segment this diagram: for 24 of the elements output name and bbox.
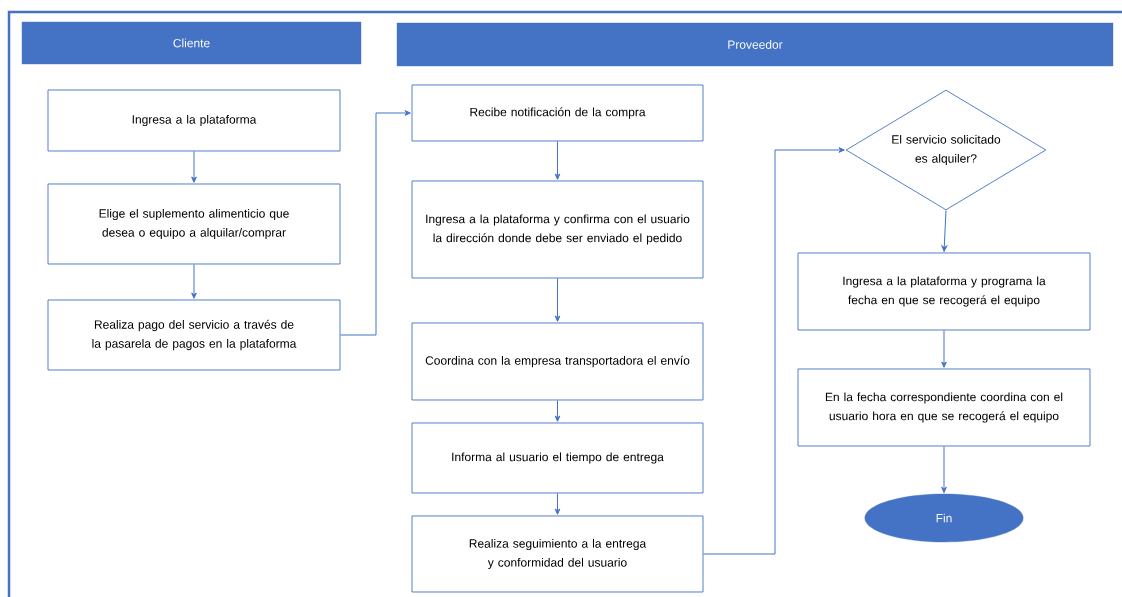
lane-header: Cliente [21, 21, 362, 65]
arrow [554, 399, 561, 422]
process-box: Realiza pago del servicio a través de la pasarela de pagos en la plataforma [47, 299, 341, 371]
process-box: Informa al usuario el tiempo de entrega [411, 422, 704, 494]
arrow [941, 209, 948, 252]
process-box: En la fecha correspondiente coordina con el usuario hora en que se recogerá el equipo [797, 368, 1091, 447]
arrow [191, 263, 197, 299]
arrow [941, 329, 947, 368]
arrow [554, 140, 561, 180]
arrow [702, 147, 845, 555]
process-box: Ingresa a la plataforma y confirma con el usuario la dirección donde debe ser enviado el pedido [411, 180, 704, 279]
process-box: Recibe notificación de la compra [411, 84, 704, 142]
arrow [941, 445, 947, 494]
end-terminal: Fin [864, 493, 1024, 543]
process-box: Coordina con la empresa transportadora el envío [411, 322, 704, 401]
arrow [554, 277, 561, 322]
arrow [191, 150, 197, 183]
process-box: Realiza seguimiento a la entrega y conformidad del usuario [411, 515, 704, 593]
process-box: Ingresa a la plataforma [47, 89, 341, 152]
lane-header: Proveedor [396, 22, 1114, 67]
arrow [339, 110, 411, 336]
arrow [554, 492, 561, 515]
process-box: Ingresa a la plataforma y programa la fecha en que se recogerá el equipo [797, 252, 1091, 331]
process-box: Elige el suplemento alimenticio que desea o equipo a alquilar/comprar [47, 183, 341, 265]
